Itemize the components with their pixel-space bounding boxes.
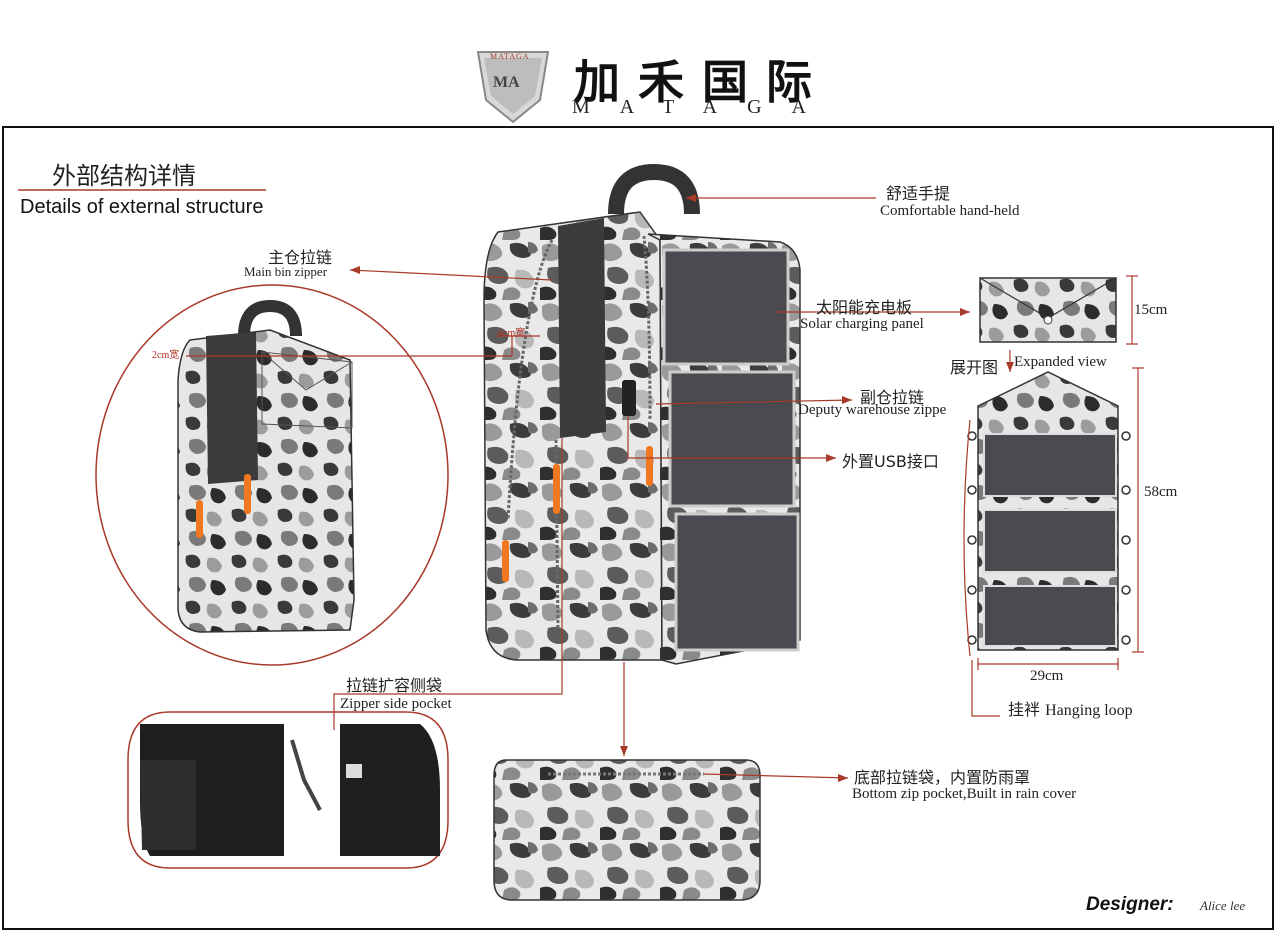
label-expanded-en: Expanded view (1014, 354, 1107, 370)
label-side-pocket-en: Zipper side pocket (340, 696, 452, 712)
label-hanging-loop: 挂袢 Hanging loop (1008, 696, 1133, 720)
expanded-solar-panel (963, 371, 1131, 657)
logo-badge-top: MATAGA (490, 52, 530, 61)
logo-chinese-name: 加禾国际 (574, 55, 830, 109)
folded-solar-pack (979, 277, 1117, 343)
label-main-zipper-cn: 主仓拉链 (268, 248, 333, 267)
dim-width: 29cm (1030, 668, 1064, 684)
label-handle-en: Comfortable hand-held (880, 203, 1020, 219)
label-deputy-zipper-en: Deputy warehouse zippe (798, 402, 947, 418)
callout-arrowheads (350, 194, 1014, 782)
callout-lines (186, 197, 1011, 779)
label-usb-cn: 外置USB接口 (842, 452, 939, 471)
label-hanging-loop-cn: 挂袢 (1008, 700, 1041, 719)
label-strip-width-2cm: 2cm宽 (152, 350, 180, 361)
dim-height-folded: 15cm (1134, 302, 1168, 318)
label-bottom-pocket-en: Bottom zip pocket,Built in rain cover (852, 786, 1077, 802)
label-expanded-cn: 展开图 (950, 358, 999, 377)
label-deputy-zipper-cn: 副仓拉链 (860, 388, 925, 407)
section-title-en: Details of external structure (20, 196, 264, 218)
side-view-detail (95, 284, 449, 666)
main-backpack-drawing (483, 163, 801, 665)
label-bottom-pocket-cn: 底部拉链袋，内置防雨罩 (854, 768, 1031, 787)
content-frame (2, 126, 1274, 930)
label-solar-cn: 太阳能充电板 (816, 298, 913, 317)
label-strip-width-6cm: 6cm宽 (498, 328, 526, 339)
label-solar-en: Solar charging panel (800, 316, 924, 332)
dimension-lines (977, 275, 1144, 670)
section-title-cn: 外部结构详情 (52, 162, 196, 190)
dim-height-expanded: 58cm (1144, 484, 1178, 500)
label-side-pocket-cn: 拉链扩容侧袋 (346, 676, 443, 695)
label-main-zipper-en: Main bin zipper (244, 264, 328, 279)
label-handle-cn: 舒适手提 (886, 184, 951, 203)
side-pocket-photo (127, 711, 449, 869)
designer-label: Designer: (1086, 894, 1174, 915)
designer-signature: Alice lee (1200, 898, 1246, 913)
logo-badge (476, 51, 550, 124)
label-hanging-loop-en: Hanging loop (1045, 702, 1133, 719)
logo-english-name: MATAGA (572, 96, 836, 118)
bottom-pocket-drawing (493, 759, 761, 901)
logo-badge-mono: MA (493, 74, 520, 91)
